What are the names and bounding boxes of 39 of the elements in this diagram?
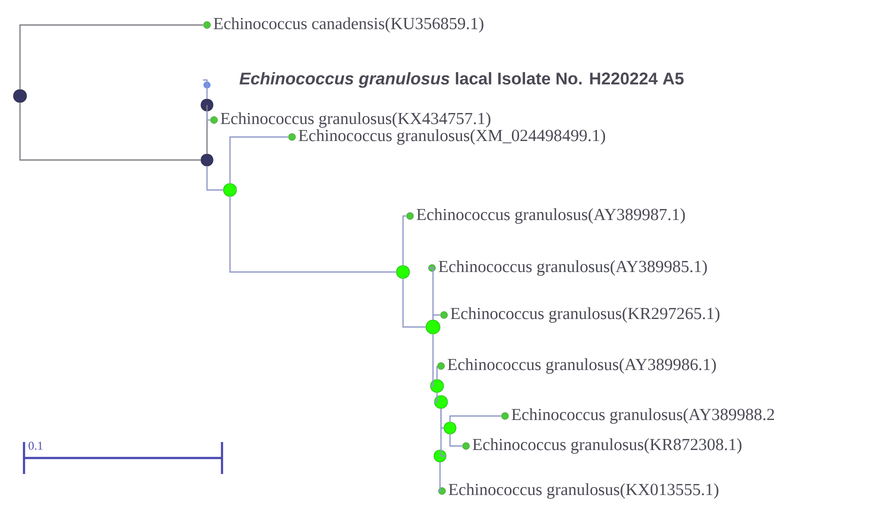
tree-branch bbox=[436, 366, 438, 380]
tree-branch bbox=[449, 415, 501, 422]
tree-branch bbox=[206, 111, 210, 121]
branch-node bbox=[434, 450, 446, 462]
tree-branch bbox=[438, 462, 441, 492]
leaf-label: Echinococcus granulosus(AY389988.2 bbox=[501, 408, 774, 424]
branch-node bbox=[200, 98, 214, 112]
branch-node bbox=[396, 265, 410, 279]
tree-branch bbox=[203, 79, 208, 99]
leaf-label: Echinococcus granulosus(AY389985.1) bbox=[428, 260, 707, 276]
tree-branch bbox=[449, 434, 462, 447]
leaf-label: Echinococcus granulosus(KR297265.1) bbox=[440, 307, 720, 323]
leaf-label: Echinococcus granulosus(KR872308.1) bbox=[462, 438, 742, 454]
tree-branch bbox=[402, 215, 406, 266]
tree-branch bbox=[206, 166, 224, 191]
leaf-label: Echinococcus granulosus(KX013555.1) bbox=[438, 483, 718, 499]
tree-branch bbox=[402, 278, 426, 328]
leaf-label: Echinococcus granulosus(AY389987.1) bbox=[406, 208, 685, 224]
leaf-label: Echinococcus granulosus(KX434757.1) bbox=[210, 112, 490, 128]
branch-node bbox=[200, 154, 214, 166]
tree-branch bbox=[229, 136, 288, 184]
leaf-label: Echinococcus granulosus(AY389986.1) bbox=[437, 358, 716, 374]
branch-node bbox=[223, 183, 237, 197]
tree-branch bbox=[434, 392, 438, 403]
tree-branch bbox=[19, 24, 203, 90]
branch-node bbox=[426, 320, 440, 334]
branch-node bbox=[13, 89, 27, 103]
tree-branch bbox=[440, 408, 446, 457]
branch-node bbox=[434, 395, 448, 409]
scale-label: 0.1 bbox=[28, 442, 42, 450]
leaf-label: Echinococcus canadensis(KU356859.1) bbox=[203, 17, 484, 33]
tree-branch bbox=[430, 334, 434, 387]
leaf-label: Echinococcus granulosus lacal Isolate No. H220224 A5 bbox=[204, 72, 684, 88]
tree-branch bbox=[432, 314, 440, 320]
branch-node bbox=[430, 379, 444, 393]
tree-branch bbox=[229, 196, 396, 273]
tree-branch bbox=[19, 102, 201, 161]
leaf-label: Echinococcus granulosus(XM_024498499.1) bbox=[288, 129, 606, 145]
branch-node bbox=[444, 422, 456, 434]
